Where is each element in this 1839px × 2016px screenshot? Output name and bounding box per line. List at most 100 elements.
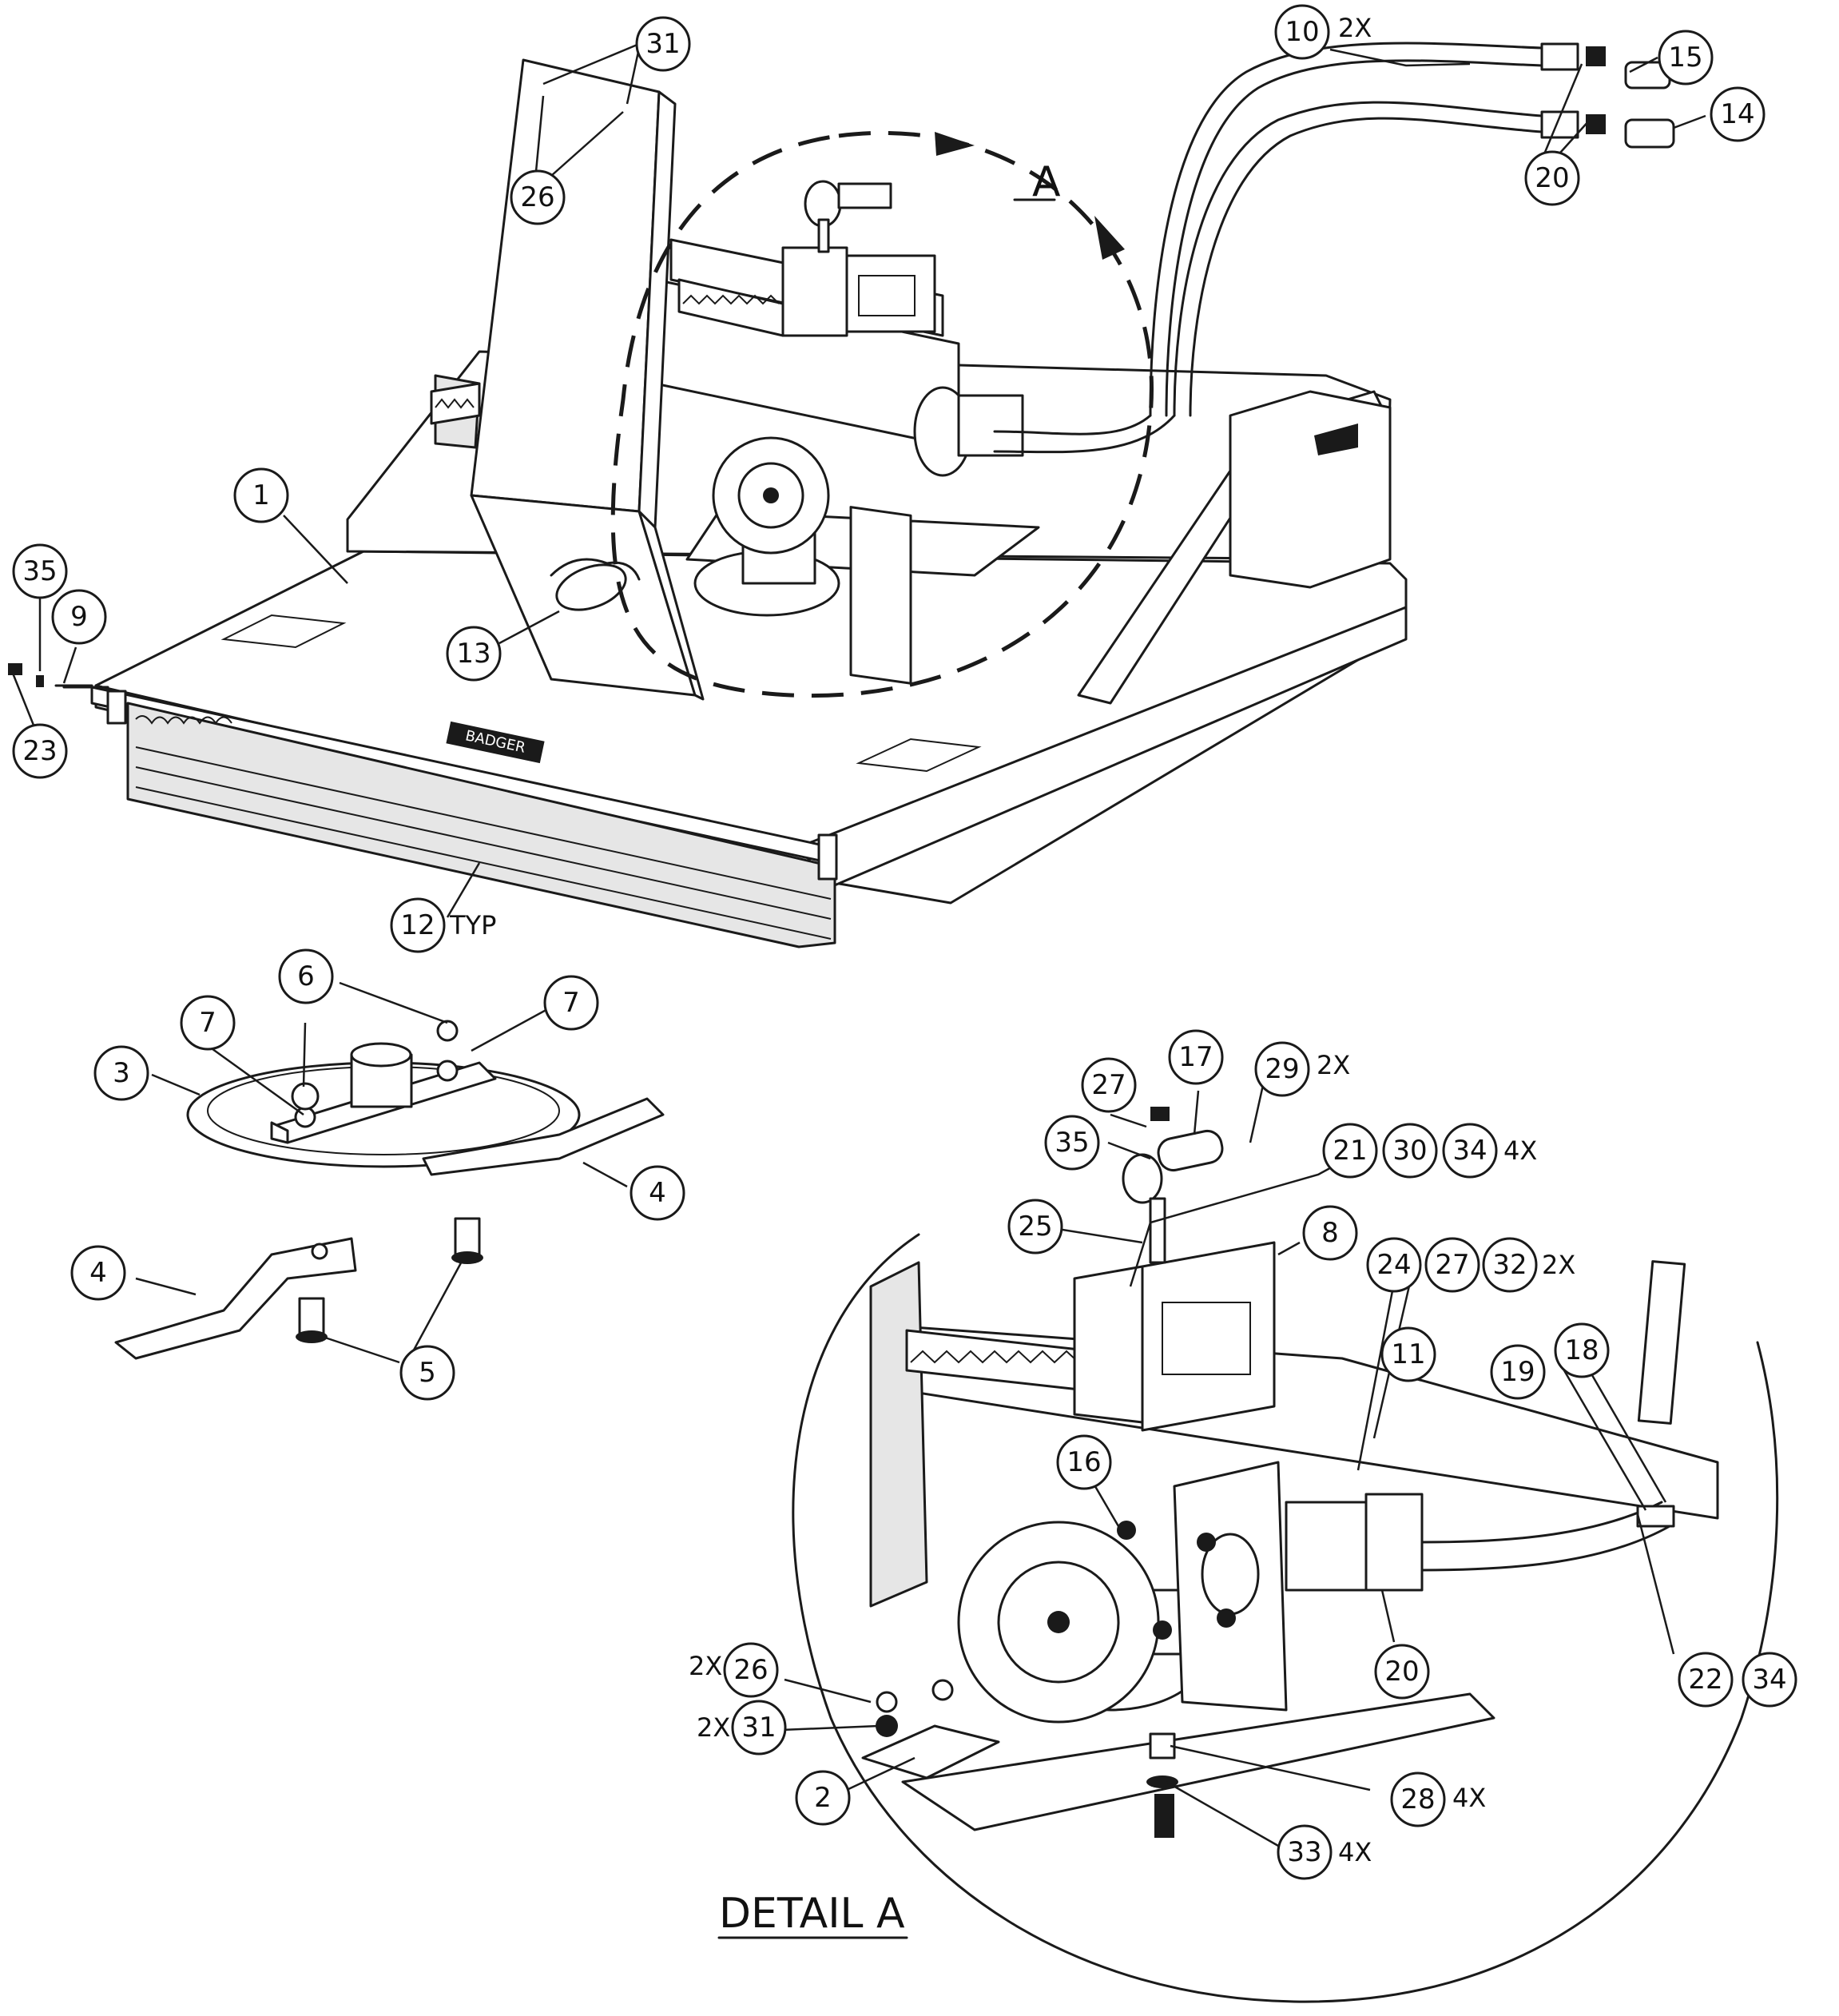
detail-a-callout-circle: A: [610, 130, 1154, 698]
callout-6: 6: [278, 948, 334, 1004]
svg-text:6: 6: [297, 960, 315, 992]
callout-9: 9: [51, 589, 107, 645]
svg-text:1: 1: [252, 479, 270, 511]
svg-text:16: 16: [1066, 1446, 1101, 1478]
callout-26: 26: [510, 169, 566, 225]
svg-text:2X: 2X: [1338, 13, 1372, 43]
svg-text:7: 7: [199, 1007, 216, 1039]
svg-text:12: 12: [400, 909, 435, 941]
callout-30: 30: [1382, 1123, 1438, 1179]
callout-4-left: 4: [70, 1245, 126, 1301]
svg-text:34: 34: [1752, 1664, 1786, 1696]
svg-text:2X: 2X: [697, 1712, 730, 1743]
svg-text:15: 15: [1668, 42, 1702, 74]
svg-text:9: 9: [70, 601, 88, 633]
svg-text:31: 31: [645, 28, 680, 60]
detail-a-view: [792, 1107, 1779, 2003]
callout-35-top: 35: [12, 543, 68, 599]
callout-27-detail: 27: [1424, 1237, 1480, 1293]
svg-text:10: 10: [1285, 16, 1319, 48]
svg-text:22: 22: [1688, 1664, 1722, 1696]
svg-text:2X: 2X: [1317, 1050, 1350, 1080]
callout-11: 11: [1380, 1326, 1436, 1382]
callout-27-top: 27: [1081, 1057, 1137, 1113]
callout-5: 5: [399, 1345, 455, 1401]
svg-text:4: 4: [89, 1257, 107, 1289]
svg-text:34: 34: [1452, 1135, 1487, 1167]
callout-10: 10 2X: [1274, 4, 1372, 60]
svg-text:35: 35: [1055, 1127, 1089, 1159]
svg-text:19: 19: [1500, 1356, 1535, 1388]
callout-34-top: 34 4X: [1442, 1123, 1537, 1179]
svg-text:20: 20: [1535, 162, 1569, 194]
svg-text:32: 32: [1492, 1249, 1527, 1281]
svg-text:2: 2: [814, 1782, 832, 1814]
callout-4-right: 4: [630, 1165, 685, 1221]
callout-14: 14: [1710, 86, 1766, 142]
callout-18: 18: [1554, 1322, 1610, 1378]
callout-1: 1: [233, 467, 289, 523]
lift-bracket: [781, 180, 936, 337]
svg-text:27: 27: [1435, 1249, 1469, 1281]
callout-8: 8: [1302, 1205, 1358, 1261]
callout-26-detail: 26 2X: [689, 1642, 779, 1698]
svg-text:33: 33: [1287, 1836, 1321, 1868]
callout-31: 31: [635, 16, 691, 72]
callout-17: 17: [1168, 1029, 1224, 1085]
blade-assembly: [114, 1020, 665, 1360]
svg-text:17: 17: [1178, 1041, 1213, 1073]
svg-text:2X: 2X: [689, 1651, 722, 1681]
svg-text:29: 29: [1265, 1053, 1299, 1085]
mower-deck-assembly: BADGER: [8, 42, 1675, 948]
svg-text:8: 8: [1321, 1217, 1339, 1249]
svg-text:4X: 4X: [1503, 1135, 1537, 1166]
callout-21: 21: [1322, 1123, 1378, 1179]
callout-33: 33 4X: [1277, 1824, 1372, 1880]
callout-32: 32 2X: [1482, 1237, 1575, 1293]
svg-text:18: 18: [1564, 1334, 1599, 1366]
hair-pin: [8, 663, 22, 675]
svg-text:3: 3: [113, 1057, 130, 1089]
svg-text:13: 13: [456, 638, 491, 670]
view-label-a: A: [1032, 158, 1061, 206]
svg-text:4X: 4X: [1338, 1837, 1372, 1867]
svg-text:26: 26: [733, 1654, 768, 1686]
callout-7-right: 7: [543, 975, 599, 1031]
callout-20-top: 20: [1524, 150, 1580, 206]
pin-small: [36, 675, 44, 687]
callout-20-detail: 20: [1374, 1644, 1430, 1700]
callout-3: 3: [93, 1045, 149, 1101]
callout-7-left: 7: [180, 995, 236, 1051]
svg-text:25: 25: [1018, 1211, 1052, 1243]
callout-28: 28 4X: [1390, 1771, 1486, 1827]
detail-a-title: DETAIL A: [719, 1890, 905, 1938]
svg-text:4X: 4X: [1452, 1783, 1486, 1813]
svg-text:28: 28: [1400, 1783, 1435, 1815]
callout-15: 15: [1658, 30, 1714, 85]
svg-text:35: 35: [22, 555, 57, 587]
svg-text:30: 30: [1392, 1135, 1427, 1167]
callout-2: 2: [795, 1770, 851, 1826]
callout-24: 24: [1366, 1237, 1422, 1293]
callout-bubbles: 31 26 10 2X 15 14 20 1 35 9 2 3 13 12 TYP 6…: [12, 4, 1797, 1880]
svg-text:20: 20: [1384, 1656, 1419, 1688]
svg-text:27: 27: [1091, 1069, 1126, 1101]
callout-19: 19: [1490, 1344, 1546, 1400]
callout-34-detail: 34: [1742, 1652, 1797, 1708]
svg-text:26: 26: [520, 181, 554, 213]
callout-13: 13: [446, 626, 502, 682]
callout-22: 22: [1678, 1652, 1734, 1708]
chain-guard: [126, 702, 836, 948]
svg-text:21: 21: [1333, 1135, 1367, 1167]
svg-text:5: 5: [419, 1357, 436, 1389]
shield-plate: [434, 58, 705, 701]
svg-text:24: 24: [1376, 1249, 1411, 1281]
callout-25: 25: [1007, 1199, 1063, 1255]
svg-text:TYP: TYP: [449, 910, 496, 940]
svg-text:14: 14: [1720, 98, 1754, 130]
svg-text:7: 7: [562, 987, 580, 1019]
svg-text:2X: 2X: [1542, 1250, 1575, 1280]
callout-35-detail: 35: [1044, 1115, 1100, 1171]
